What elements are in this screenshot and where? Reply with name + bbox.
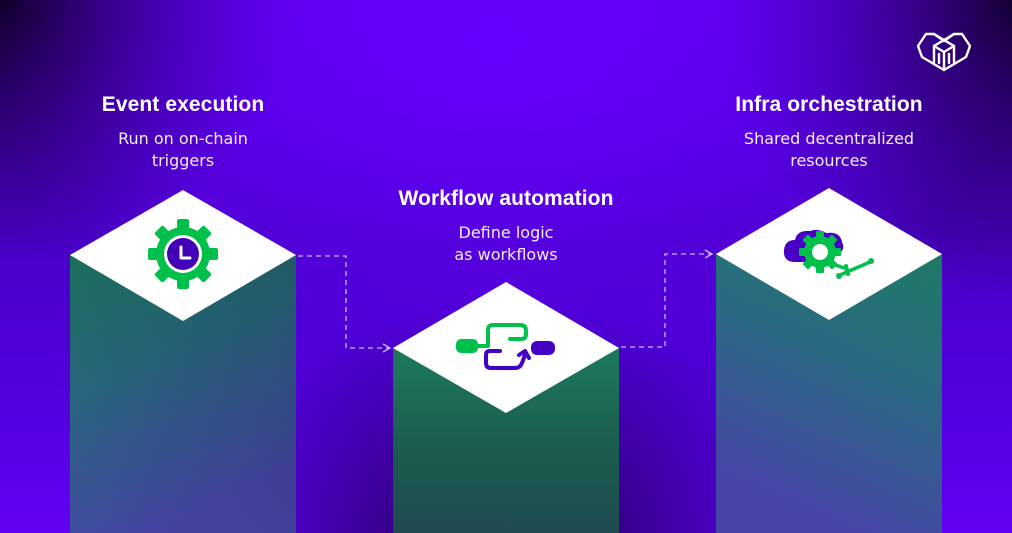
pillar-workflow-automation xyxy=(393,282,619,533)
connector-arrowhead-icon xyxy=(382,343,392,353)
cloud-gear-network-icon xyxy=(783,229,874,279)
step-label-event-execution: Event execution Run on on-chain triggers xyxy=(33,92,333,172)
step-title: Workflow automation xyxy=(398,187,614,210)
step-title: Event execution xyxy=(101,93,265,116)
heart-cube-logo-icon xyxy=(916,32,972,72)
step-label-infra-orchestration: Infra orchestration Shared decentralized… xyxy=(679,92,979,172)
step-description-line: Define logic xyxy=(458,223,554,242)
connector-event-to-workflow xyxy=(298,255,389,349)
step-description-line: Run on on-chain xyxy=(118,129,248,148)
step-description-line: resources xyxy=(790,151,868,170)
step-description: Define logic as workflows xyxy=(356,222,656,266)
pillar-event-execution xyxy=(70,190,296,533)
workflow-flow-icon xyxy=(456,323,555,370)
step-description: Shared decentralized resources xyxy=(679,128,979,172)
step-description: Run on on-chain triggers xyxy=(33,128,333,172)
connector-arrowhead-icon xyxy=(704,249,714,259)
pillar-top-tile xyxy=(393,282,619,413)
step-description-line: as workflows xyxy=(454,245,558,264)
connector-workflow-to-infra xyxy=(621,253,711,348)
step-description-line: triggers xyxy=(151,151,215,170)
step-label-workflow-automation: Workflow automation Define logic as work… xyxy=(356,186,656,266)
pillar-infra-orchestration xyxy=(716,188,942,533)
gear-clock-icon xyxy=(148,219,218,289)
step-description-line: Shared decentralized xyxy=(743,129,915,148)
step-title: Infra orchestration xyxy=(735,93,923,116)
